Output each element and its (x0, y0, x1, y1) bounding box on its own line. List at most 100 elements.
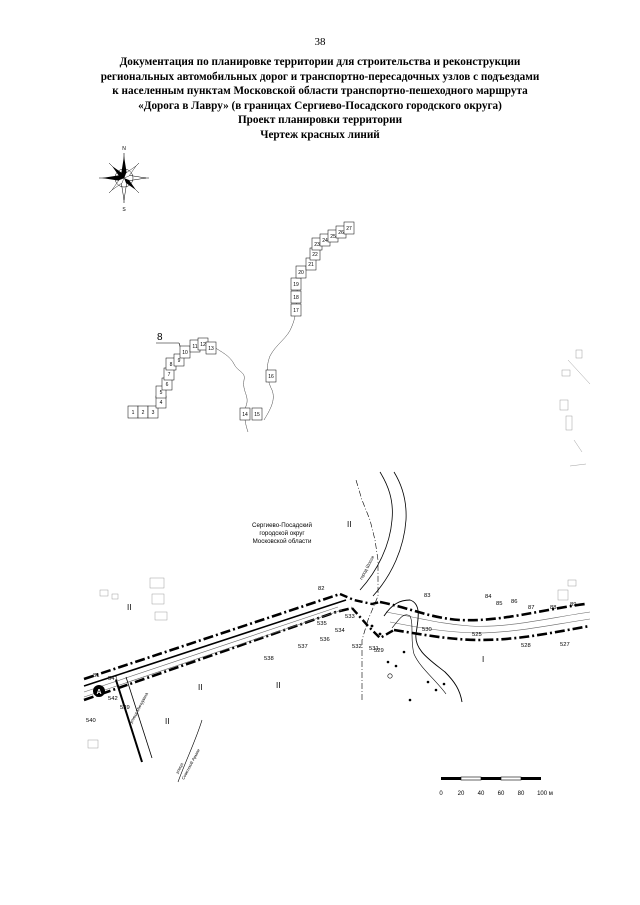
point-label: 83 (424, 593, 430, 599)
point-label: 529 (374, 648, 384, 654)
point-label: 535 (317, 621, 327, 627)
stream (383, 599, 463, 703)
point-marker-a: А (93, 685, 105, 697)
top-curve-street-label: город Шоссе (358, 554, 375, 580)
key-map-sheet-label: 2 (142, 410, 145, 416)
district-label-line-2: городской округ (259, 530, 305, 537)
district-label-line-1: Сергиево-Посадский (252, 522, 313, 529)
point-label: 542 (108, 696, 118, 702)
key-map-sheet-label: 21 (308, 262, 314, 268)
compass-south-label: S (122, 207, 126, 213)
point-label: 541 (108, 676, 118, 682)
key-map-sheet: 13 (205, 341, 217, 355)
tree-markers (370, 624, 446, 702)
key-map-sheet: 9 (173, 353, 185, 367)
district-label: Сергиево-Посадский городской округ Моско… (252, 522, 313, 545)
key-map-sheet-label: 10 (182, 350, 188, 356)
scale-tick-label: 60 (498, 791, 505, 797)
document-title: Документация по планировке территории дл… (60, 55, 580, 143)
title-line-5: Проект планировки территории (237, 114, 403, 127)
point-label: 81 (93, 673, 99, 679)
key-map-sheet: 20 (295, 265, 307, 279)
zone-label: II (276, 681, 280, 690)
district-boundary (355, 479, 379, 700)
zone-label: II (165, 717, 169, 726)
key-map-sheet: 15 (251, 407, 263, 421)
point-label: 530 (422, 627, 432, 633)
key-map-sheet-label: 25 (330, 234, 336, 240)
key-map-sheet: 18 (290, 290, 302, 304)
title-line-2: региональных автомобильных дорог и транс… (100, 70, 540, 83)
district-label-line-3: Московской области (253, 538, 312, 545)
north-curve-road: город Шоссе (358, 471, 407, 597)
lower-street-label-1: улица (174, 761, 184, 774)
key-map-sheet-label: 12 (200, 342, 206, 348)
point-label: 533 (345, 614, 355, 620)
zone-label: II (127, 603, 131, 612)
key-map-sheet: 10 (179, 345, 191, 359)
key-map-sheet-label: 22 (312, 252, 318, 258)
key-map-sheet-label: 13 (208, 346, 214, 352)
point-label: 525 (472, 632, 482, 638)
key-map-sheet-label: 5 (160, 390, 163, 396)
key-map-sheet-label: 26 (338, 230, 344, 236)
scale-tick-label: 0 (439, 791, 443, 797)
key-map-sheet: 17 (290, 303, 302, 317)
page-number: 38 (314, 36, 326, 48)
scale-tick-label: 20 (458, 791, 465, 797)
key-map-sheet-label: 16 (268, 374, 274, 380)
compass-north-label: N (122, 146, 126, 152)
point-label: 89 (570, 602, 576, 608)
title-line-6: Чертеж красных линий (260, 128, 380, 141)
scale-tick-label: 40 (478, 791, 485, 797)
key-map-sheet-label: 24 (322, 238, 328, 244)
marker-label: А (96, 689, 101, 696)
key-map-sheet-label: 9 (178, 358, 181, 364)
key-map-sheet-label: 27 (346, 226, 352, 232)
key-map-sheet: 19 (290, 277, 302, 291)
zone-label: II (198, 683, 202, 692)
point-label: 534 (335, 628, 345, 634)
key-map-sheet: 14 (239, 407, 251, 421)
point-label: 532 (352, 644, 362, 650)
key-map-sheet-label: 11 (192, 344, 197, 350)
key-map-sheet-label: 1 (132, 410, 135, 416)
key-map-sheet-label: 19 (293, 282, 299, 288)
current-sheet-label: 8 (157, 332, 163, 343)
scale-tick-label: 80 (518, 791, 525, 797)
point-label: 536 (320, 637, 330, 643)
key-map-sheet-label: 15 (254, 412, 260, 418)
road-corridor (83, 592, 591, 702)
key-map-sheet-label: 7 (168, 372, 171, 378)
point-label: 538 (264, 656, 274, 662)
key-map-sheet-label: 3 (152, 410, 155, 416)
key-map-sheet-label: 20 (298, 270, 304, 276)
key-map-sheet-label: 14 (242, 412, 248, 418)
diagonal-street-label: улица Мичурина (128, 691, 149, 724)
point-label: 84 (485, 594, 492, 600)
scale-bar: 0 20 40 60 80 100 м (439, 776, 553, 797)
point-label: 88 (550, 605, 556, 611)
point-label: 540 (86, 718, 96, 724)
zone-labels: II II II II II I (127, 520, 484, 726)
point-label: 537 (298, 644, 308, 650)
key-map-sheet: 2 (137, 405, 149, 419)
point-label: 528 (521, 643, 531, 649)
point-label: 82 (318, 586, 324, 592)
scale-tick-label: 100 м (537, 791, 553, 797)
point-label: 527 (560, 642, 570, 648)
key-map-sheet-label: 23 (314, 242, 320, 248)
parcels (87, 349, 591, 749)
title-line-1: Документация по планировке территории дл… (119, 56, 521, 68)
point-labels: 81 82 83 84 85 86 87 88 89 525 527 528 5… (86, 586, 576, 724)
key-map-sheet-label: 18 (293, 295, 299, 301)
point-label: 87 (528, 605, 534, 611)
title-line-3: к населенным пунктам Московской области … (112, 85, 528, 98)
compass-rose-icon: N S (99, 146, 149, 213)
title-line-4: «Дорога в Лавру» (в границах Сергиево-По… (138, 99, 502, 112)
key-map-sheet: 3 (147, 405, 159, 419)
key-map-sheet: 1 (127, 405, 139, 419)
